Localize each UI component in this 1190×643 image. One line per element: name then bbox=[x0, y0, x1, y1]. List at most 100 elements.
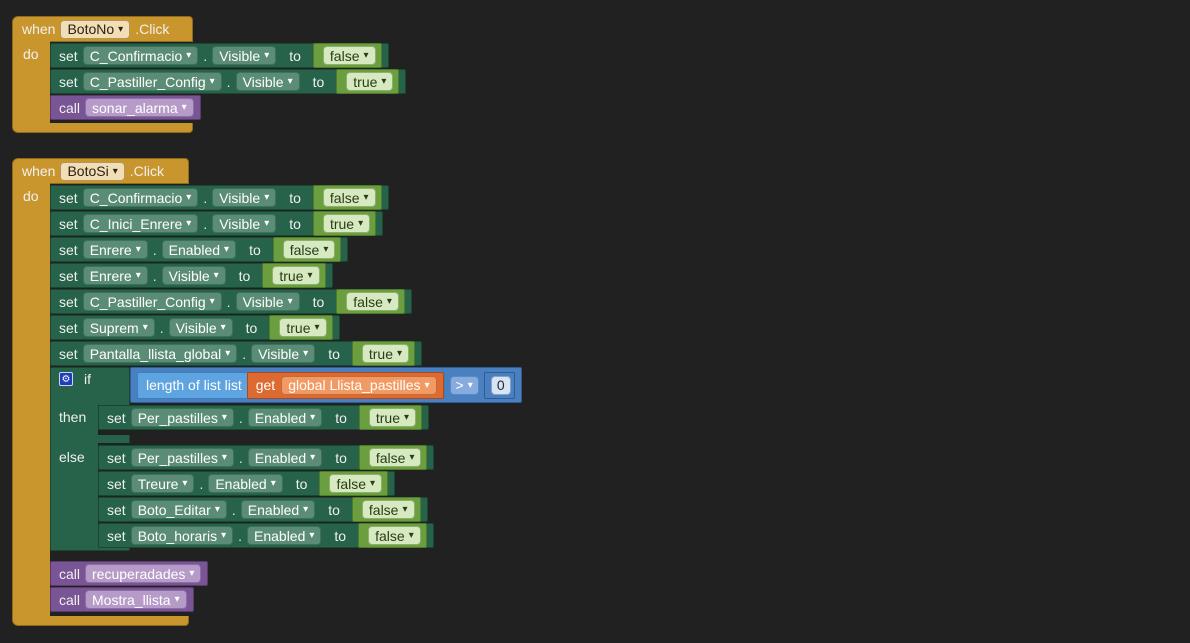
boolean-dropdown[interactable]: false bbox=[322, 46, 376, 65]
dot-separator: . bbox=[203, 189, 208, 206]
dot-separator: . bbox=[238, 449, 243, 466]
component-dropdown[interactable]: C_Pastiller_Config bbox=[82, 292, 222, 311]
boolean-block[interactable]: false bbox=[272, 237, 342, 262]
event-block-botosi-click[interactable]: when BotoSi .Click do set C_Confirmacio … bbox=[12, 158, 582, 628]
procedure-dropdown[interactable]: recuperadades bbox=[85, 564, 202, 583]
boolean-block[interactable]: false bbox=[358, 523, 427, 548]
boolean-dropdown[interactable]: true bbox=[368, 408, 417, 427]
property-dropdown[interactable]: Visible bbox=[212, 188, 277, 207]
component-dropdown[interactable]: Enrere bbox=[82, 266, 148, 285]
component-dropdown[interactable]: C_Confirmacio bbox=[82, 188, 199, 207]
event-foot bbox=[12, 616, 189, 626]
dot-separator: . bbox=[226, 73, 231, 90]
boolean-block[interactable]: false bbox=[358, 445, 428, 470]
component-dropdown[interactable]: Pantalla_llista_global bbox=[82, 344, 238, 363]
procedure-call-block[interactable]: call recuperadades bbox=[50, 561, 209, 586]
boolean-dropdown[interactable]: true bbox=[279, 318, 327, 337]
setter-block[interactable]: set Suprem . Visible to true bbox=[50, 315, 340, 340]
setter-block[interactable]: set C_Confirmacio . Visible to false bbox=[50, 43, 389, 68]
procedure-call-block[interactable]: call sonar_alarma bbox=[50, 95, 201, 120]
setter-block[interactable]: set C_Pastiller_Config . Visible to fals… bbox=[50, 289, 412, 314]
boolean-dropdown[interactable]: true bbox=[346, 72, 394, 91]
dot-separator: . bbox=[226, 293, 231, 310]
number-block[interactable]: 0 bbox=[483, 371, 515, 399]
set-keyword: set bbox=[107, 475, 126, 492]
setter-block[interactable]: set Enrere . Visible to true bbox=[50, 263, 333, 288]
boolean-block[interactable]: true bbox=[351, 341, 416, 366]
number-field[interactable]: 0 bbox=[490, 375, 511, 395]
component-dropdown[interactable]: Boto_Editar bbox=[130, 500, 227, 519]
boolean-block[interactable]: false bbox=[336, 289, 405, 314]
length-of-list-block[interactable]: length of list list get global Llista_pa… bbox=[137, 371, 445, 399]
setter-block[interactable]: set C_Confirmacio . Visible to false bbox=[50, 185, 389, 210]
component-dropdown[interactable]: Per_pastilles bbox=[130, 448, 234, 467]
property-dropdown[interactable]: Visible bbox=[235, 72, 300, 91]
boolean-block[interactable]: false bbox=[319, 471, 389, 496]
property-dropdown[interactable]: Visible bbox=[168, 318, 233, 337]
component-dropdown[interactable]: Enrere bbox=[82, 240, 148, 259]
property-dropdown[interactable]: Visible bbox=[235, 292, 300, 311]
property-dropdown[interactable]: Enabled bbox=[247, 448, 323, 467]
boolean-block[interactable]: true bbox=[312, 211, 377, 236]
setter-block[interactable]: set Per_pastilles . Enabled to false bbox=[98, 445, 435, 470]
setter-block[interactable]: set C_Inici_Enrere . Visible to true bbox=[50, 211, 384, 236]
property-dropdown[interactable]: Enabled bbox=[161, 240, 237, 259]
boolean-dropdown[interactable]: false bbox=[322, 188, 376, 207]
event-component-dropdown[interactable]: BotoNo bbox=[60, 19, 131, 39]
property-dropdown[interactable]: Enabled bbox=[247, 526, 322, 545]
gear-icon[interactable]: ⚙ bbox=[59, 372, 73, 386]
component-dropdown[interactable]: Boto_horaris bbox=[130, 526, 234, 545]
to-keyword: to bbox=[238, 267, 251, 284]
boolean-dropdown[interactable]: false bbox=[346, 292, 399, 311]
setter-block[interactable]: set Enrere . Enabled to false bbox=[50, 237, 349, 262]
setter-block[interactable]: set Boto_horaris . Enabled to false bbox=[98, 523, 434, 548]
boolean-dropdown[interactable]: true bbox=[322, 214, 371, 233]
setter-block[interactable]: set C_Pastiller_Config . Visible to true bbox=[50, 69, 407, 94]
component-dropdown[interactable]: C_Confirmacio bbox=[82, 46, 199, 65]
variable-dropdown[interactable]: global Llista_pastilles bbox=[281, 375, 437, 395]
setter-block[interactable]: set Pantalla_llista_global . Visible to … bbox=[50, 341, 423, 366]
boolean-dropdown[interactable]: false bbox=[282, 240, 336, 259]
property-dropdown[interactable]: Enabled bbox=[240, 500, 316, 519]
component-dropdown[interactable]: Per_pastilles bbox=[130, 408, 234, 427]
event-block-botono-click[interactable]: when BotoNo .Click do set C_Confirmacio … bbox=[12, 16, 412, 134]
component-dropdown[interactable]: C_Inici_Enrere bbox=[82, 214, 199, 233]
setter-block[interactable]: set Treure . Enabled to false bbox=[98, 471, 396, 496]
property-dropdown[interactable]: Enabled bbox=[247, 408, 323, 427]
boolean-block[interactable]: true bbox=[269, 315, 333, 340]
property-dropdown[interactable]: Visible bbox=[212, 214, 277, 233]
boolean-dropdown[interactable]: false bbox=[368, 448, 422, 467]
boolean-block[interactable]: false bbox=[312, 43, 382, 68]
procedure-call-block[interactable]: call Mostra_llista bbox=[50, 587, 194, 612]
to-keyword: to bbox=[289, 215, 301, 232]
procedure-dropdown[interactable]: sonar_alarma bbox=[85, 98, 194, 117]
component-dropdown[interactable]: Suprem bbox=[82, 318, 155, 337]
boolean-block[interactable]: true bbox=[262, 263, 326, 288]
get-variable-block[interactable]: get global Llista_pastilles bbox=[246, 371, 444, 399]
operator-dropdown[interactable]: > bbox=[449, 375, 479, 395]
property-dropdown[interactable]: Visible bbox=[161, 266, 226, 285]
property-dropdown[interactable]: Visible bbox=[212, 46, 277, 65]
setter-block[interactable]: set Boto_Editar . Enabled to false bbox=[98, 497, 428, 522]
property-dropdown[interactable]: Enabled bbox=[208, 474, 283, 493]
boolean-dropdown[interactable]: false bbox=[361, 500, 415, 519]
if-then-else-block[interactable]: ⚙ if then else length of list list get g… bbox=[50, 367, 580, 551]
boolean-block[interactable]: true bbox=[336, 69, 400, 94]
boolean-block[interactable]: false bbox=[351, 497, 421, 522]
setter-block[interactable]: set Per_pastilles . Enabled to true bbox=[98, 405, 430, 430]
component-dropdown[interactable]: Treure bbox=[130, 474, 195, 493]
boolean-dropdown[interactable]: false bbox=[368, 526, 421, 545]
dot-separator: . bbox=[203, 47, 208, 64]
boolean-dropdown[interactable]: true bbox=[361, 344, 410, 363]
compare-block[interactable]: length of list list get global Llista_pa… bbox=[130, 367, 522, 403]
component-dropdown[interactable]: C_Pastiller_Config bbox=[82, 72, 222, 91]
property-dropdown[interactable]: Visible bbox=[251, 344, 316, 363]
boolean-block[interactable]: false bbox=[312, 185, 382, 210]
procedure-dropdown[interactable]: Mostra_llista bbox=[85, 590, 187, 609]
if-keyword: if bbox=[84, 371, 91, 387]
event-component-dropdown[interactable]: BotoSi bbox=[60, 161, 125, 181]
boolean-block[interactable]: true bbox=[358, 405, 423, 430]
boolean-dropdown[interactable]: true bbox=[272, 266, 320, 285]
boolean-dropdown[interactable]: false bbox=[329, 474, 383, 493]
